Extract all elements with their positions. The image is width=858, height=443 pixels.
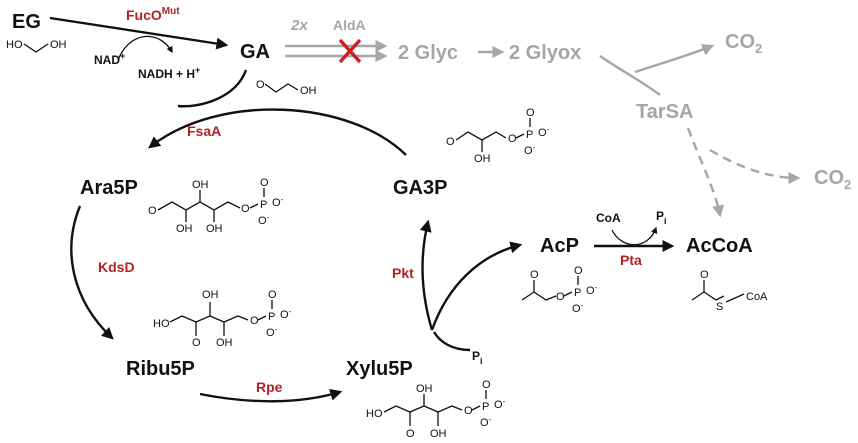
atom-o: O	[700, 269, 709, 281]
atom-o: O	[526, 107, 535, 119]
atom-o: O	[556, 291, 565, 303]
atom-o: O	[268, 289, 277, 301]
metabolite-ga3p: GA3P	[393, 177, 447, 199]
atom-oh: OH	[202, 289, 219, 301]
enzyme-pta: Pta	[620, 252, 642, 268]
atom-o-minus: O-	[258, 213, 270, 227]
atom-o: O	[406, 428, 415, 440]
atom-oh: OH	[192, 179, 209, 191]
atom-oh: OH	[50, 39, 67, 51]
atom-p: P	[574, 287, 581, 299]
ethylene-glycol-structure: HO OH	[6, 39, 67, 53]
atom-o-minus: O-	[272, 195, 284, 209]
enzyme-pkt: Pkt	[392, 265, 414, 281]
atom-o: O	[241, 203, 250, 215]
metabolite-ga: GA	[240, 41, 270, 63]
metabolite-co2-top: CO2	[725, 31, 762, 56]
atom-oh: OH	[206, 223, 223, 235]
arrow-ribu5p-to-xylu5p	[199, 389, 343, 403]
atom-s: S	[716, 301, 723, 313]
blocked-cross-icon	[338, 38, 362, 64]
atom-o: O	[446, 136, 455, 148]
atom-o: O	[482, 379, 491, 391]
atom-coa: CoA	[746, 291, 768, 303]
metabolite-glyox: 2 Glyox	[509, 42, 581, 64]
cofactor-nad: NAD+	[94, 51, 125, 67]
atom-ho: HO	[153, 318, 170, 330]
metabolite-ribu5p: Ribu5P	[126, 358, 195, 380]
cofactor-coa: CoA	[596, 211, 621, 225]
atom-o-minus: O-	[586, 283, 598, 297]
arrow-eg-to-ga	[49, 16, 229, 50]
atom-p: P	[268, 311, 275, 323]
arrow-ga-into-cycle	[177, 69, 248, 108]
metabolite-tarsa: TarSA	[636, 101, 693, 123]
metabolite-accoa: AcCoA	[686, 235, 753, 257]
ga3p-structure: O OH O P O O- O-	[446, 107, 550, 165]
arrow-pi-into-pkt	[432, 331, 471, 352]
dashed-arrow-to-co2-right	[709, 148, 801, 184]
xylu5p-structure: HO O OH OH O P O O- O-	[366, 379, 506, 440]
enzyme-rpe: Rpe	[256, 379, 283, 395]
arrow-ara5p-to-ribu5p	[70, 205, 114, 340]
atom-ho: HO	[6, 39, 23, 51]
atom-o-minus: O-	[538, 125, 550, 139]
atom-oh: OH	[216, 337, 233, 349]
metabolite-co2-right: CO2	[814, 167, 851, 192]
acp-structure: O O P O O- O-	[521, 265, 598, 315]
atom-p: P	[526, 129, 533, 141]
atom-o: O	[260, 177, 269, 189]
atom-o-minus: O-	[266, 325, 278, 339]
atom-oh: OH	[300, 85, 317, 97]
atom-o-minus: O-	[524, 143, 536, 157]
atom-oh: OH	[430, 428, 447, 440]
cofactor-curve-arrow-pta	[611, 226, 658, 246]
atom-o: O	[192, 337, 201, 349]
atom-o-minus: O-	[480, 415, 492, 429]
dashed-arrow-tarsa-to-accoa	[686, 127, 724, 218]
ribu5p-structure: HO O OH OH O P O O- O-	[153, 289, 292, 349]
arrow-glyox-to-tarsa	[599, 55, 661, 96]
enzyme-kdsd: KdsD	[98, 259, 135, 275]
atom-o: O	[574, 265, 583, 277]
arrow-xylu5p-to-acp	[430, 241, 523, 331]
atom-o-minus: O-	[494, 397, 506, 411]
atom-o: O	[256, 79, 265, 91]
atom-o-minus: O-	[280, 307, 292, 321]
atom-o: O	[464, 405, 473, 417]
arrow-to-co2-top	[634, 44, 715, 74]
atom-o: O	[530, 269, 539, 281]
alda-multiplier: 2x	[290, 17, 308, 34]
glycolaldehyde-structure: O OH	[256, 79, 317, 97]
enzyme-fuco: FucOMut	[126, 6, 180, 23]
cofactor-curve-arrow	[117, 35, 173, 61]
enzyme-fsaa: FsaA	[187, 123, 221, 139]
metabolite-ara5p: Ara5P	[80, 177, 138, 199]
cofactor-nadh: NADH + H+	[138, 65, 200, 81]
atom-oh: OH	[474, 153, 491, 165]
atom-ho: HO	[366, 408, 383, 420]
atom-oh: OH	[416, 383, 433, 395]
enzyme-alda: AldA	[333, 17, 366, 33]
atom-p: P	[260, 199, 267, 211]
atom-p: P	[482, 401, 489, 413]
atom-o: O	[508, 133, 517, 145]
arrow-ga3p-to-ara5p	[148, 108, 407, 156]
cofactor-pi-pta: Pi	[656, 209, 667, 226]
atom-oh: OH	[176, 223, 193, 235]
atom-o-minus: O-	[572, 301, 584, 315]
arrow-xylu5p-to-ga3p	[419, 219, 434, 331]
atom-o: O	[148, 205, 157, 217]
metabolite-glyc: 2 Glyc	[398, 42, 458, 64]
metabolite-eg: EG	[12, 11, 41, 33]
metabolite-acp: AcP	[540, 235, 579, 257]
metabolite-xylu5p: Xylu5P	[346, 358, 413, 380]
atom-o: O	[250, 315, 259, 327]
ara5p-structure: O OH OH OH O P O O- O-	[148, 177, 284, 235]
cofactor-pi-pkt: Pi	[472, 349, 483, 366]
accoa-structure: O S CoA	[691, 269, 768, 313]
